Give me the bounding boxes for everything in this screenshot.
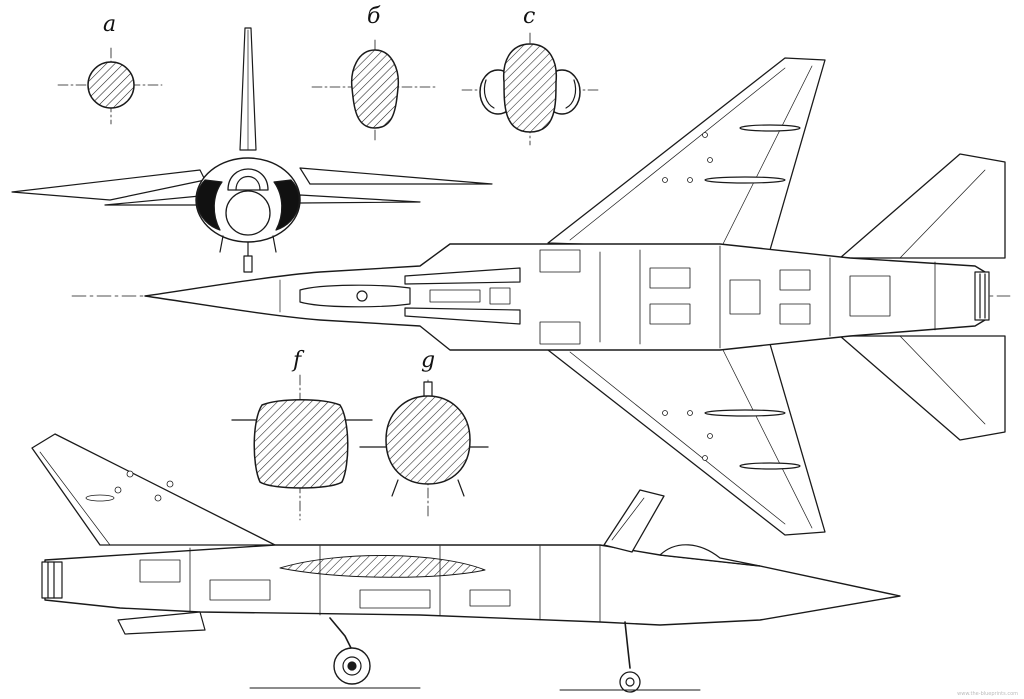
- section-label-f: f: [293, 348, 302, 373]
- cross-section-a: [57, 47, 163, 125]
- section-label-b: б: [367, 4, 381, 29]
- section-label-c: c: [523, 4, 536, 29]
- aircraft-front-view: [11, 27, 493, 273]
- cross-section-b: [311, 39, 436, 141]
- cross-section-c: [461, 32, 601, 146]
- watermark-text: www.the-blueprints.com: [957, 691, 1018, 697]
- aircraft-top-view: [71, 57, 1011, 536]
- aircraft-side-view: [31, 433, 901, 693]
- section-label-a: a: [103, 12, 117, 37]
- section-label-g: g: [421, 348, 436, 373]
- cross-section-f: [231, 374, 373, 521]
- cross-section-g: [359, 379, 489, 519]
